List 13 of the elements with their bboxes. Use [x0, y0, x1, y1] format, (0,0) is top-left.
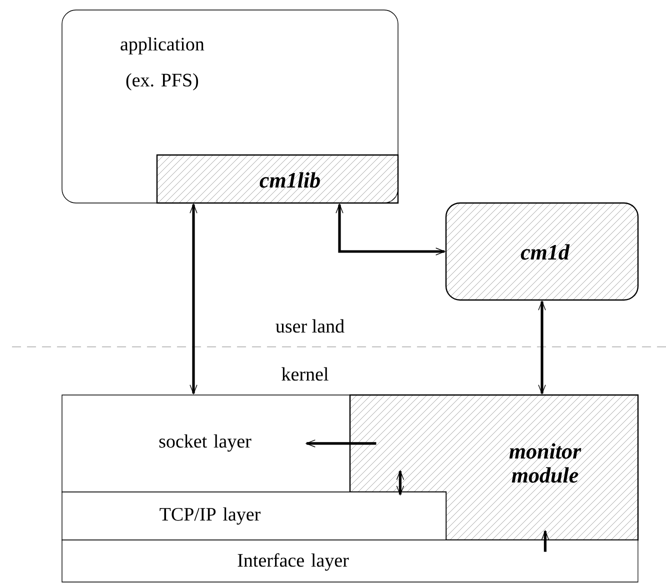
layer-box: Interface layer: [62, 540, 638, 582]
arrow: [396, 470, 404, 496]
arrow: [336, 203, 446, 256]
arrow: [538, 300, 546, 395]
region-label: kernel: [282, 367, 328, 381]
arrow: [190, 203, 198, 395]
region-label: user land: [276, 319, 344, 333]
arrow: [541, 530, 550, 552]
process-box: cm1d: [445, 202, 639, 301]
hatched-box: cm1lib: [156, 154, 399, 204]
arrow: [305, 440, 376, 448]
layer-box: socket layer: [62, 394, 350, 492]
layer-box: TCP/IP layer: [62, 492, 446, 540]
